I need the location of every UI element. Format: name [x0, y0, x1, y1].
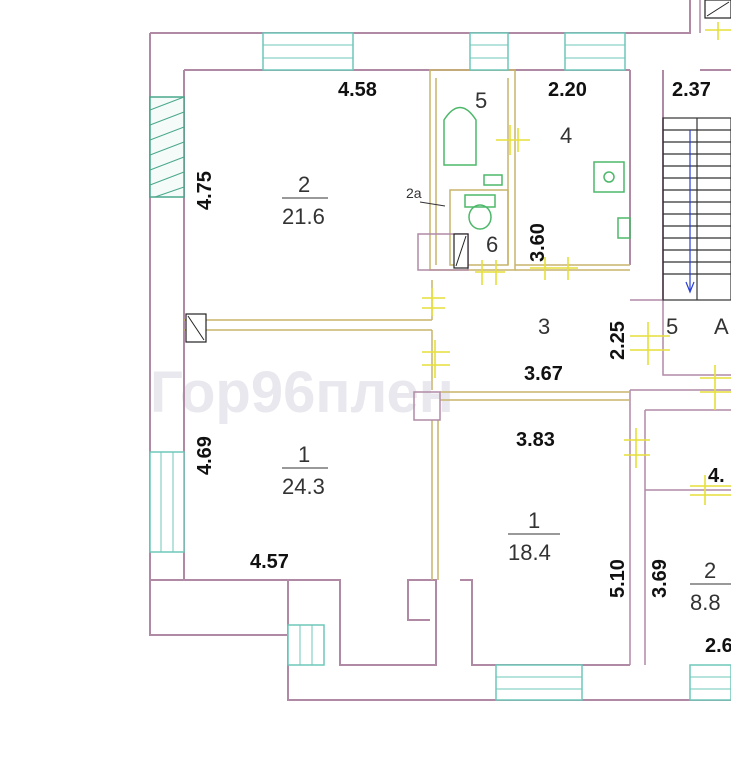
vent-icon — [185, 313, 207, 343]
room-2-number: 2 — [298, 172, 310, 197]
door-room4 — [530, 257, 578, 280]
room-2b-area: 8.8 — [690, 590, 721, 615]
window-left-2 — [149, 451, 185, 553]
dim-room1b-width: 3.83 — [516, 429, 555, 451]
door-room1a — [422, 340, 450, 378]
dim-right-cut-2: 2.6 — [705, 635, 731, 657]
room-labels: 2 21.6 5 4 2а 6 3 5 А 1 24.3 1 18.4 2 8.… — [282, 88, 731, 615]
dim-room2b-height: 3.69 — [649, 559, 671, 598]
room-2-area: 21.6 — [282, 204, 325, 229]
room-2a-leader — [419, 201, 446, 207]
vent-icon-2 — [453, 233, 469, 269]
room-2a-number: 2а — [406, 185, 422, 201]
dim-top-room4: 2.20 — [548, 79, 587, 101]
dim-left-room1a: 4.69 — [194, 436, 216, 475]
room-5-number: 5 — [475, 88, 487, 113]
room-1b-number: 1 — [528, 508, 540, 533]
room-3-number: 3 — [538, 314, 550, 339]
door-corridor-right — [700, 365, 731, 410]
window-bottom-3 — [689, 664, 731, 701]
room-1b-area: 18.4 — [508, 540, 551, 565]
dim-room4-height: 3.60 — [527, 223, 549, 262]
door-entry — [630, 322, 670, 365]
dim-hall-height: 2.25 — [607, 321, 629, 360]
window-top-2 — [469, 32, 509, 71]
door-wc — [475, 260, 505, 285]
room-1a-number: 1 — [298, 442, 310, 467]
door-bath — [496, 125, 530, 155]
dim-left-room2: 4.75 — [194, 171, 216, 210]
dim-hall-width: 3.67 — [524, 363, 563, 385]
doors — [422, 22, 731, 505]
window-bottom-1 — [287, 624, 325, 666]
dim-top-room2: 4.58 — [338, 79, 377, 101]
door-top-right — [705, 22, 731, 40]
door-room2 — [422, 288, 445, 316]
room-5b-number: 5 — [666, 314, 678, 339]
watermark-text: Гор96плен — [150, 360, 454, 425]
dim-bottom-room1a: 4.57 — [250, 551, 289, 573]
door-room2b — [690, 475, 731, 505]
window-bottom-2 — [495, 664, 583, 701]
dimension-labels: 4.58 2.20 2.37 4.75 3.60 2.25 3.67 3.83 … — [194, 79, 731, 657]
windows — [149, 32, 731, 701]
dim-top-stair: 2.37 — [672, 79, 711, 101]
dim-room1b-height: 5.10 — [607, 559, 629, 598]
room-1a-area: 24.3 — [282, 474, 325, 499]
kitchen-sink-icon — [617, 217, 631, 239]
sink-icon — [483, 174, 503, 186]
room-2b-number: 2 — [704, 558, 716, 583]
stair-arrowhead-icon — [685, 281, 695, 294]
stove-icon — [593, 161, 625, 193]
door-room1b — [624, 428, 650, 468]
window-top-3 — [564, 32, 626, 71]
window-top-1 — [262, 32, 354, 71]
window-left-hatched — [149, 96, 185, 198]
interior-partitions — [184, 69, 630, 580]
toilet-icon — [464, 194, 496, 230]
vent-icon-3 — [704, 0, 731, 19]
bathtub-icon — [443, 106, 477, 166]
staircase — [662, 117, 731, 301]
dim-right-cut-1: 4. — [708, 465, 725, 487]
fixtures — [185, 0, 731, 343]
room-4-number: 4 — [560, 123, 572, 148]
room-6-number: 6 — [486, 232, 498, 257]
room-a-number: А — [714, 314, 729, 339]
